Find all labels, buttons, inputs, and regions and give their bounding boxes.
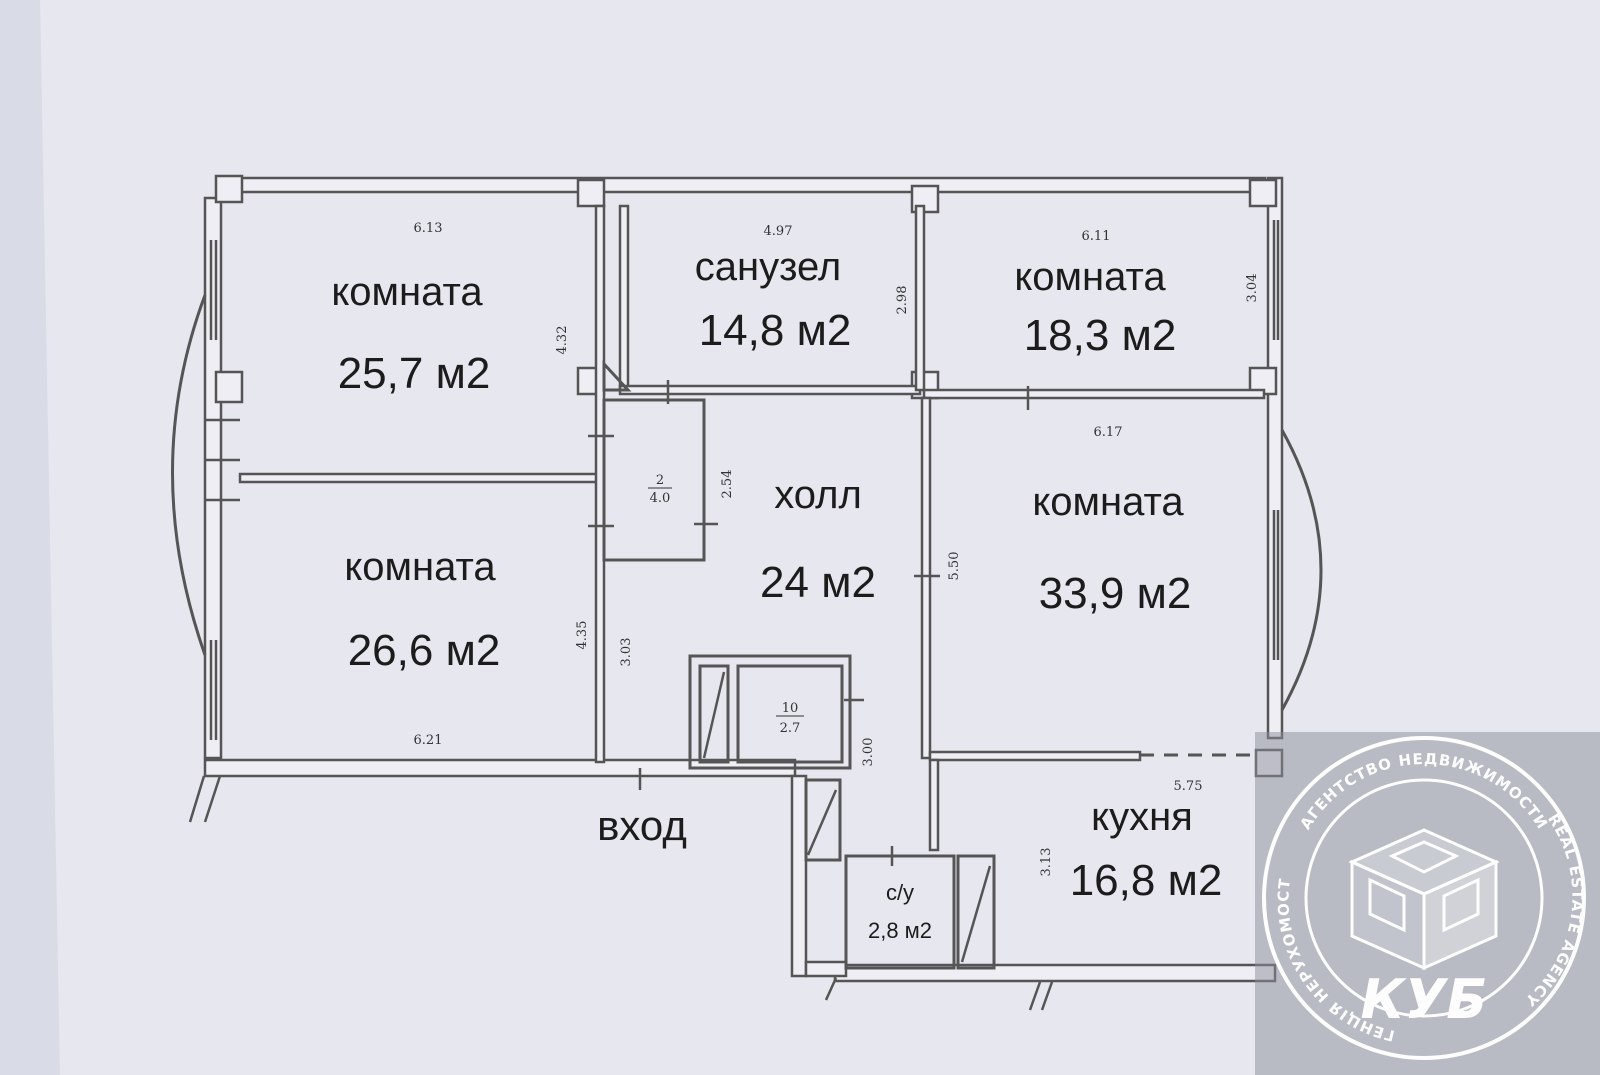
room3-area: 26,6 м2	[348, 626, 501, 675]
watermark-ring-inner	[1304, 778, 1544, 1018]
closet-10-area: 2.7	[780, 721, 801, 736]
paper-sheet	[40, 0, 1600, 1075]
right-windows	[1272, 220, 1280, 660]
watermark-brand: КУБ	[1361, 968, 1488, 1031]
dim-label: 2.98	[895, 286, 910, 315]
dim-label: 3.04	[1245, 274, 1260, 303]
room1-area: 25,7 м2	[338, 349, 491, 398]
dim-label: 4.35	[575, 621, 590, 650]
dim-label: 3.03	[619, 638, 634, 667]
dim-label: 6.21	[414, 733, 443, 748]
room2-area: 18,3 м2	[1024, 311, 1177, 360]
dim-label: 6.17	[1094, 425, 1123, 440]
dim-label: 6.11	[1082, 229, 1111, 244]
watermark-ring-outer	[1262, 736, 1586, 1060]
dimension-labels: 6.13 4.32 4.97 2.98 6.11 3.04 6.17 2.54 …	[414, 221, 1260, 876]
wc-name: с/у	[886, 880, 914, 905]
kitchen-name: кухня	[1091, 795, 1193, 839]
closet-2-area: 4.0	[650, 491, 671, 506]
left-windows	[205, 240, 240, 740]
entrance-label: вход	[597, 802, 687, 849]
room4-name: комната	[1032, 480, 1184, 524]
room4-area: 33,9 м2	[1039, 569, 1192, 618]
room2-name: комната	[1014, 255, 1166, 299]
closet-labels: 2 4.0 10 2.7	[648, 473, 804, 736]
bath-area: 14,8 м2	[699, 306, 852, 355]
dim-label: 4.97	[764, 224, 793, 239]
dim-label: 5.75	[1174, 779, 1203, 794]
room3-name: комната	[344, 545, 496, 589]
right-bay-window	[1280, 429, 1323, 711]
dim-label: 3.13	[1039, 848, 1054, 877]
room-labels: комната 25,7 м2 санузел 14,8 м2 комната …	[331, 245, 1222, 943]
dim-label: 3.00	[861, 738, 876, 767]
dim-label: 4.32	[555, 326, 570, 355]
dim-label: 5.50	[947, 552, 962, 581]
hall-area: 24 м2	[760, 558, 876, 607]
cube-icon	[1348, 828, 1500, 971]
closet-2-number: 2	[656, 473, 664, 488]
hall-name: холл	[774, 473, 862, 517]
interior-walls	[188, 204, 1266, 1011]
wc-area: 2,8 м2	[868, 918, 932, 943]
dim-label: 2.54	[720, 470, 735, 499]
closet-10-number: 10	[782, 701, 799, 716]
kitchen-area: 16,8 м2	[1070, 856, 1223, 905]
bath-name: санузел	[695, 245, 841, 289]
dim-label: 6.13	[414, 221, 443, 236]
room1-name: комната	[331, 270, 483, 314]
left-bay-window	[171, 294, 207, 656]
